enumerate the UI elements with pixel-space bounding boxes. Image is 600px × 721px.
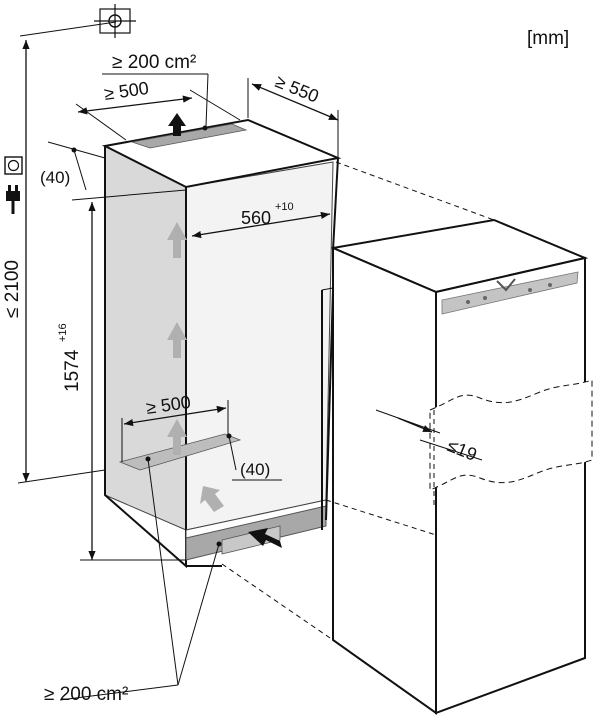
bottom-offset-label: (40) xyxy=(240,460,270,479)
units-label: [mm] xyxy=(527,28,569,49)
top-offset-label: (40) xyxy=(40,168,70,187)
niche-width-label: 560 xyxy=(241,208,271,228)
total-height-label: ≤ 2100 xyxy=(2,260,23,318)
niche-height-dimension: 1574 +16 xyxy=(57,202,186,561)
control-panel xyxy=(441,271,579,315)
airflow-arrow-up-3 xyxy=(167,419,187,455)
niche-width-dimension: 560 +10 xyxy=(191,201,331,239)
top-vent xyxy=(131,123,248,149)
airflow-arrow-up-1 xyxy=(167,222,187,258)
top-vent-width-label: ≥ 500 xyxy=(103,78,150,104)
airflow-arrow-bottom xyxy=(200,486,224,512)
niche-cabinet xyxy=(101,118,342,569)
niche-height-tolerance: +16 xyxy=(57,323,69,342)
niche-width-tolerance: +10 xyxy=(275,201,294,213)
airflow-arrows xyxy=(167,222,224,512)
refrigerator-closed: ≤19 xyxy=(329,218,593,715)
power-socket-icon xyxy=(4,156,23,175)
target-crosshair-icon xyxy=(94,4,136,38)
niche-height-label: 1574 xyxy=(62,349,83,392)
door-panel-cutout xyxy=(429,379,593,491)
total-height-dimension: ≤ 2100 xyxy=(2,40,106,484)
depth-label: ≥ 550 xyxy=(273,71,322,106)
bottom-vent-area-label: ≥ 200 cm² xyxy=(44,684,128,705)
top-vent-arrow-icon xyxy=(168,113,186,136)
plinth-vent-arrow-icon xyxy=(248,528,282,548)
top-vent-area-label: ≥ 200 cm² xyxy=(112,52,196,73)
plug-icon xyxy=(6,185,20,214)
bottom-dimensions: ≥ 500 (40) ≥ 200 cm² xyxy=(44,392,282,705)
airflow-arrow-up-2 xyxy=(167,322,187,358)
